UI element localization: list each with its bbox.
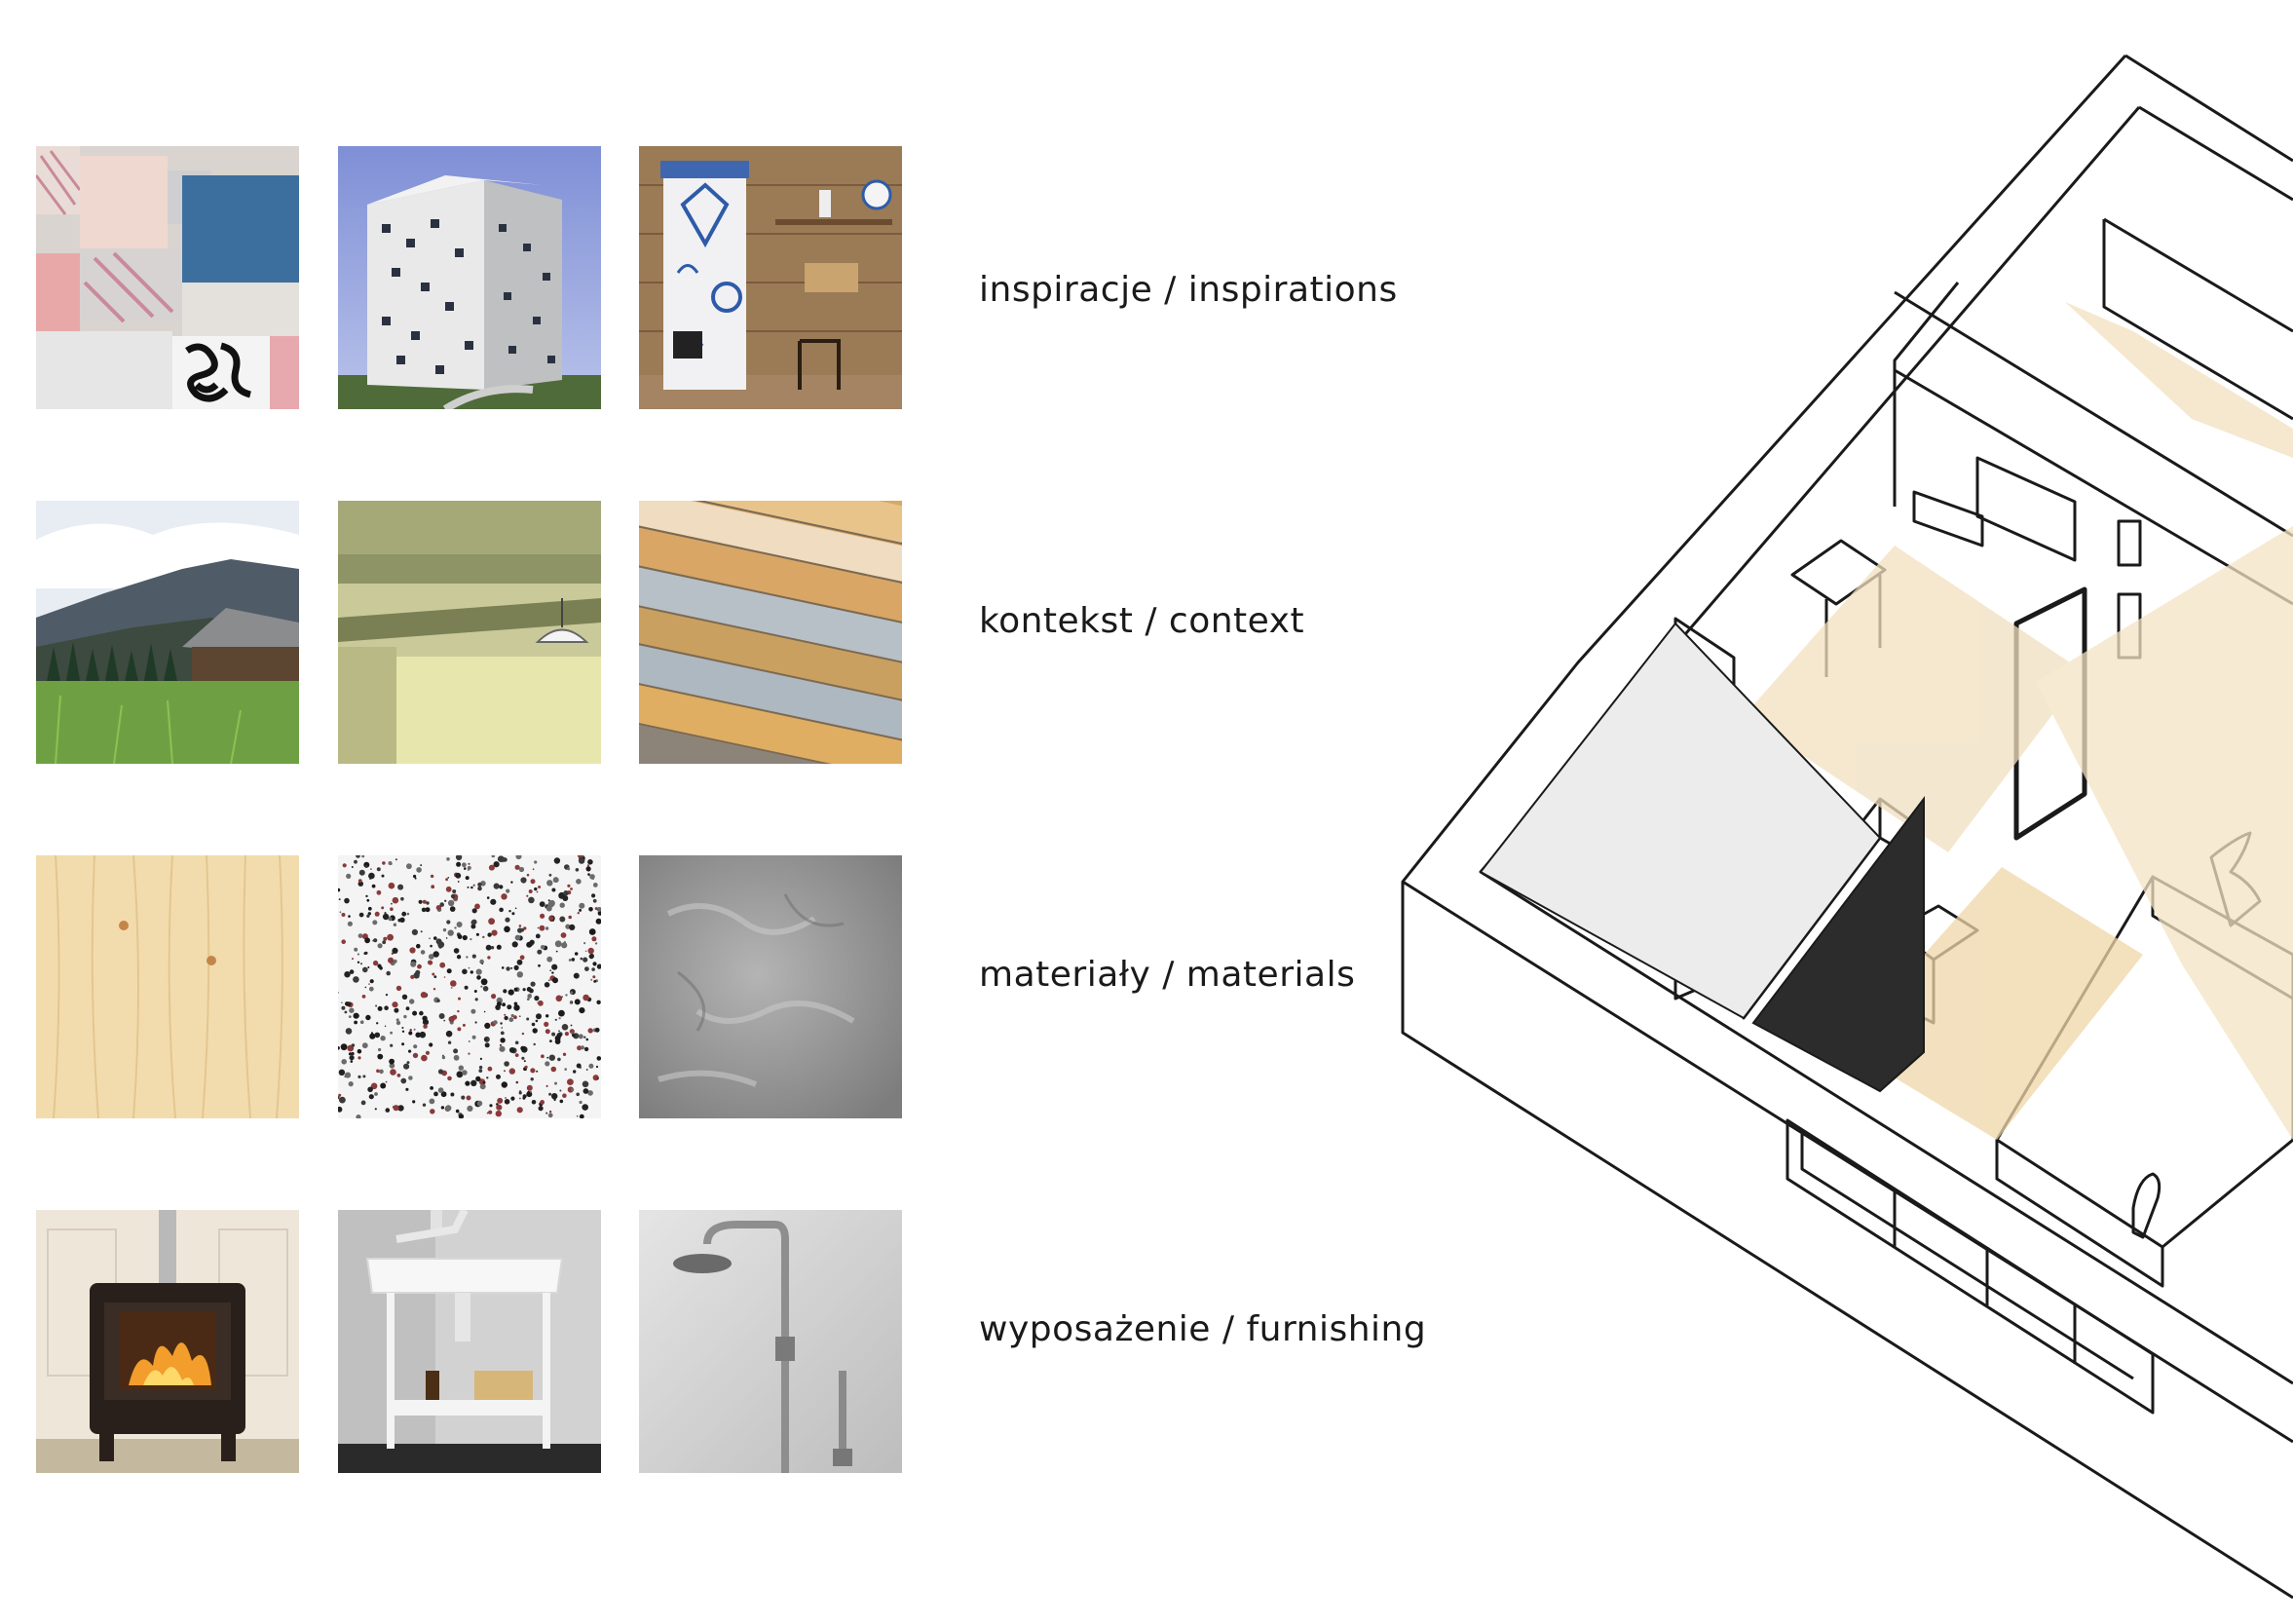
tile-tiled-stove-interior (639, 146, 902, 409)
tile-grey-stone (639, 855, 902, 1118)
row-label-inspirations: inspiracje / inspirations (979, 270, 1398, 310)
tile-pine-wood (36, 855, 299, 1118)
tile-mountain-hut (36, 501, 299, 764)
tile-terrazzo (338, 855, 601, 1118)
tile-collage (36, 146, 299, 409)
tile-painted-planks (639, 501, 902, 764)
tile-rain-shower (639, 1210, 902, 1473)
row-label-context: kontekst / context (979, 601, 1305, 641)
tile-washbasin-stand (338, 1210, 601, 1473)
tile-wood-stove (36, 1210, 299, 1473)
row-label-furnishing: wyposażenie / furnishing (979, 1309, 1427, 1349)
axonometric-drawing (1401, 54, 2293, 1600)
tile-concrete-cube-building (338, 146, 601, 409)
row-label-materials: materiały / materials (979, 955, 1356, 995)
tile-attic-interior (338, 501, 601, 764)
